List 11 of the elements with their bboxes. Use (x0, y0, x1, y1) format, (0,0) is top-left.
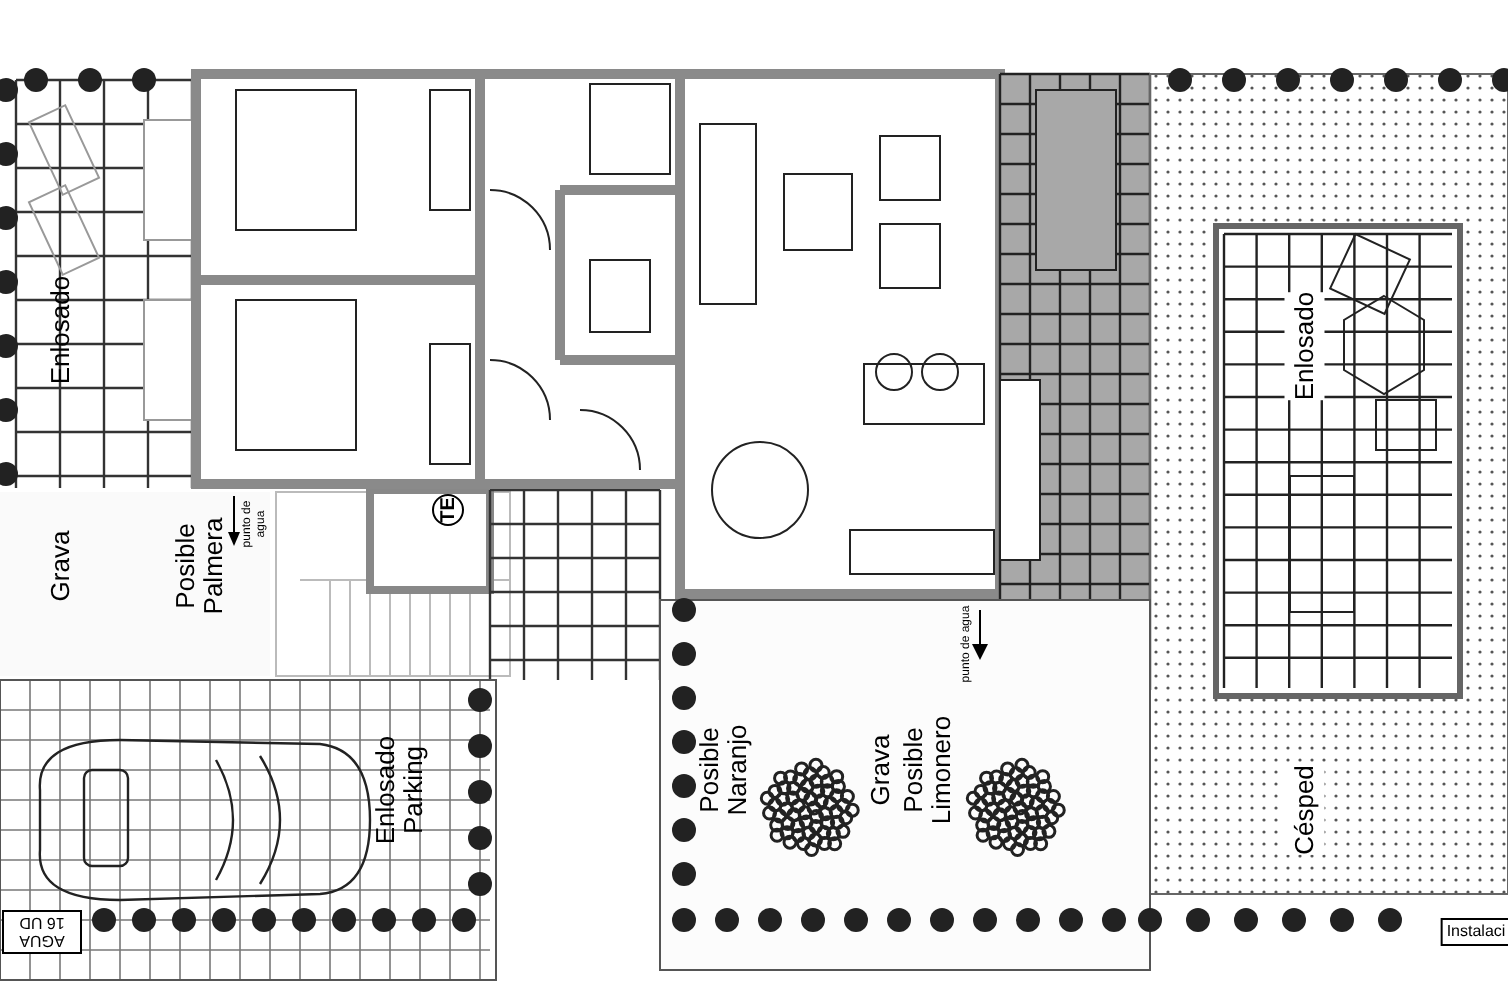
plant-label: Posible Palmera (172, 515, 228, 619)
zone-label: Grava (862, 734, 897, 806)
zone-label: Grava (42, 530, 77, 602)
zone-label: Enlosado (1284, 291, 1324, 401)
note-label: Instalaci (1440, 918, 1508, 946)
note-label: AGUA 16 UD (2, 910, 82, 954)
zone-label: Enlosado Parking (372, 733, 428, 849)
zone-label: Césped (1284, 765, 1324, 855)
plant-label: Posible Limonero (900, 713, 956, 829)
zone-label: Enlosado (42, 275, 77, 385)
plant-label: Posible Naranjo (696, 722, 752, 820)
